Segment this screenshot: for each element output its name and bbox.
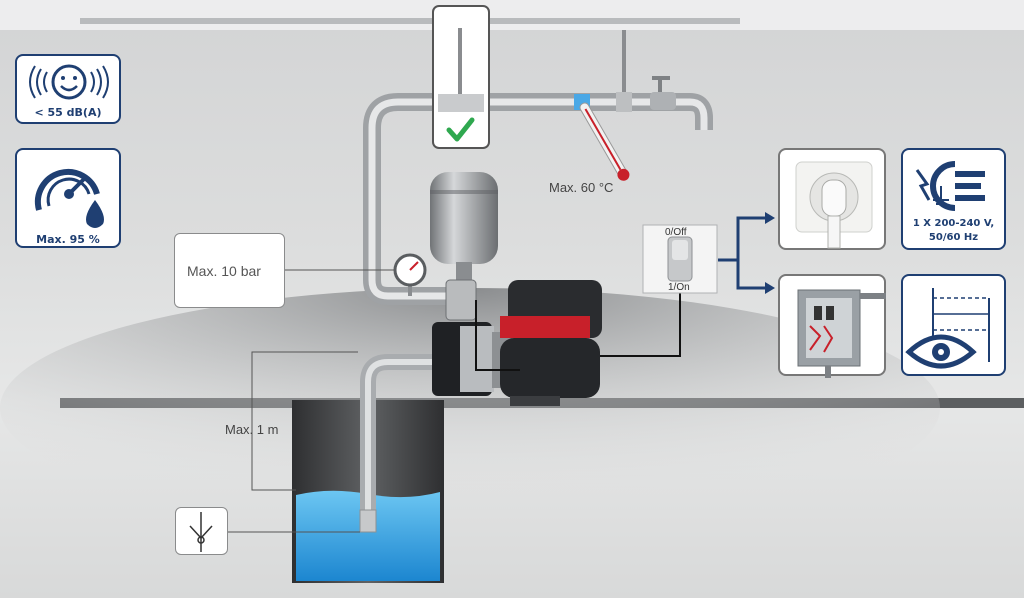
switch-toggle-top (672, 240, 688, 260)
pipe-segment (438, 94, 484, 112)
wall-socket-icon (795, 161, 873, 249)
tank-seam (430, 190, 498, 194)
sensor-cable (475, 300, 520, 371)
pressure-callout (174, 233, 285, 308)
control-box-red (500, 316, 590, 338)
gauge-needle (409, 261, 419, 271)
suction-height-label: Max. 1 m (225, 422, 279, 437)
electric-panel-icon (797, 289, 886, 378)
gauge-drop-icon (34, 168, 104, 228)
pipe-clamp (616, 92, 632, 112)
well-water (296, 490, 440, 581)
arrow-to-socket (718, 216, 765, 262)
suction-pipe-highlight (365, 359, 432, 524)
faucet-body (650, 92, 676, 110)
arrow-to-panel (736, 260, 765, 290)
arrow-head (765, 282, 775, 294)
switch-on-label: 1/On (668, 282, 690, 293)
motor-body (500, 338, 600, 398)
socket-card (778, 148, 886, 250)
temperature-label: Max. 60 °C (549, 180, 614, 195)
plug-ground-icon (915, 161, 985, 211)
switch-off-label: 0/Off (665, 227, 687, 238)
tank-connector (456, 262, 472, 282)
pressure-label: Max. 10 bar (187, 263, 261, 279)
panel-card (778, 274, 886, 378)
ceiling-shadow (80, 18, 740, 24)
smiley-sound-icon (29, 64, 109, 100)
arrow-head (765, 212, 775, 224)
foot-valve (359, 509, 377, 533)
inspection-card (901, 274, 1006, 376)
humidity-card: Max. 95 % (15, 148, 121, 248)
check-icon (446, 117, 475, 142)
motor-feet (510, 396, 560, 406)
ceiling (0, 0, 1024, 30)
ground-shadow (0, 288, 940, 528)
suction-height-bracket (251, 351, 358, 491)
power-label-2: 50/60 Hz (928, 232, 979, 243)
foot-valve-callout (175, 507, 228, 555)
pipe-to-pump-highlight (368, 279, 448, 300)
humidity-label: Max. 95 % (36, 233, 100, 246)
discharge-pipe-highlight (368, 98, 708, 280)
noise-card: < 55 dB(A) (15, 54, 121, 124)
pressure-tank (430, 172, 498, 264)
eye-schematic-icon (905, 288, 990, 369)
power-label-1: 1 X 200-240 V, (912, 218, 995, 229)
power-card: 1 X 200-240 V, 50/60 Hz (901, 148, 1006, 250)
power-cable (600, 292, 681, 357)
pump-valve (445, 279, 477, 321)
thermometer (579, 102, 630, 181)
noise-label: < 55 dB(A) (34, 106, 102, 119)
